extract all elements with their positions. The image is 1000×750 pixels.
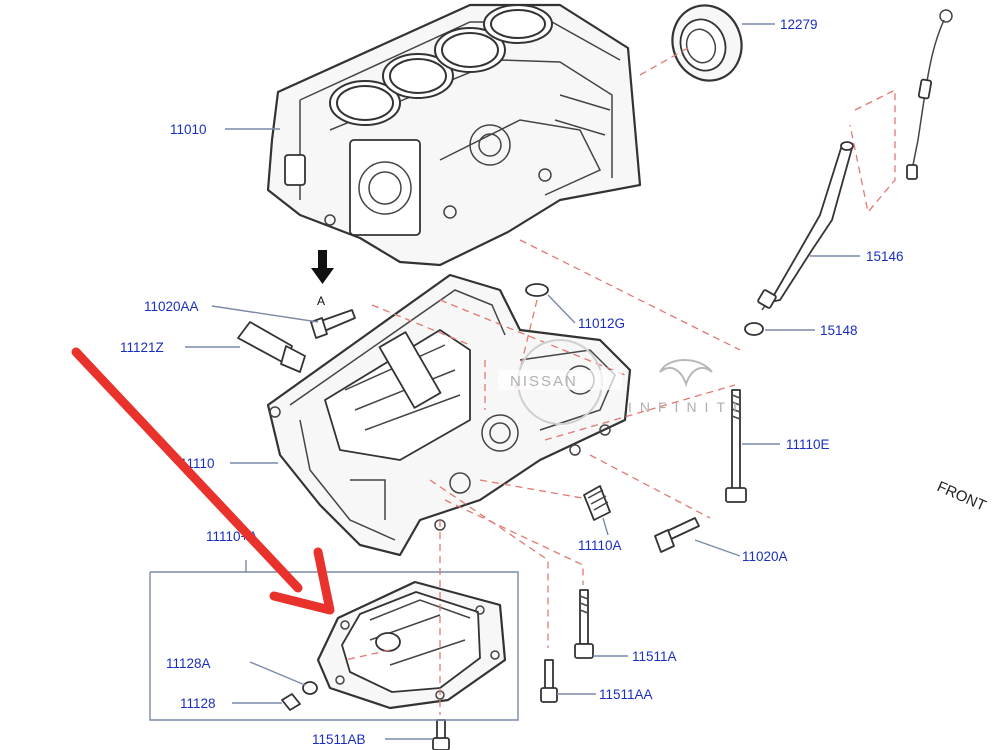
oil-pan-group-frame <box>149 572 519 721</box>
callout-11020aa: 11020AA <box>144 299 199 314</box>
plug-11121z <box>237 321 306 373</box>
drain-washer <box>302 681 318 695</box>
view-arrow-a: A <box>311 250 334 308</box>
bolt-11511ab <box>432 719 450 750</box>
o-ring <box>744 322 764 336</box>
lower-cylinder-block <box>266 273 632 557</box>
callout-11128a: 11128A <box>166 656 211 671</box>
nissan-watermark: NISSAN <box>510 373 578 390</box>
callout-11511a: 11511A <box>632 649 677 664</box>
oil-pan <box>316 580 507 710</box>
oil-gauge-guide-tube <box>757 141 854 311</box>
view-marker-label: A <box>317 294 325 308</box>
stud-11110a <box>583 485 611 521</box>
callout-leaders <box>185 23 860 740</box>
brand-watermark: NISSAN INFINITI <box>498 339 745 425</box>
bolt-11511a <box>574 589 594 659</box>
callout-15146: 15146 <box>866 249 904 264</box>
callout-12279: 12279 <box>780 17 818 32</box>
oil-pan-group-frame-top <box>150 571 519 612</box>
callout-11511aa: 11511AA <box>599 687 653 702</box>
bolt-11511aa <box>540 659 558 703</box>
bolt-11110e <box>725 389 747 503</box>
o-ring-11012g <box>525 283 549 297</box>
infiniti-watermark: INFINITI <box>628 399 745 415</box>
down-arrow-icon <box>311 250 334 284</box>
callout-11511ab: 11511AB <box>312 732 366 747</box>
dashed-leaders <box>344 47 896 715</box>
front-direction-label: FRONT <box>934 478 988 515</box>
callout-11128: 11128 <box>180 696 216 711</box>
bolt-11020aa <box>310 309 356 339</box>
oil-level-gauge <box>906 9 953 180</box>
bolt-11020a <box>654 517 700 553</box>
callout-11010: 11010 <box>170 122 207 137</box>
callout-11020a: 11020A <box>742 549 788 564</box>
front-oil-seal <box>671 4 743 82</box>
callout-15148: 15148 <box>820 323 858 338</box>
callout-11121z: 11121Z <box>120 340 164 355</box>
red-arrow-icon <box>71 347 335 615</box>
cylinder-block <box>266 3 642 267</box>
callout-11012g: 11012G <box>578 316 625 331</box>
callout-11110a: 11110A <box>578 538 622 553</box>
infiniti-logo-icon <box>659 359 713 388</box>
drain-plug <box>281 693 301 711</box>
callout-11110e: 11110E <box>786 437 830 452</box>
